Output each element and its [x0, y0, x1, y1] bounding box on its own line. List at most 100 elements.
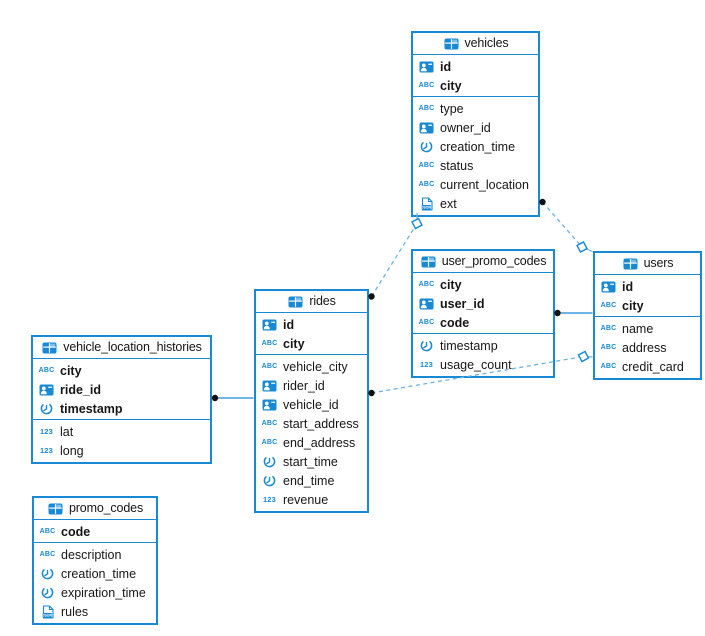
column-name: id [622, 279, 634, 294]
table-header-vehicle_location_histories[interactable]: vehicle_location_histories [33, 337, 210, 359]
uuid-icon [600, 281, 617, 293]
column-row-creation_time[interactable]: creation_time [413, 137, 538, 156]
table-name: promo_codes [68, 501, 144, 516]
column-row-owner_id[interactable]: owner_id [413, 118, 538, 137]
column-name: usage_count [440, 357, 512, 372]
table-header-vehicles[interactable]: vehicles [413, 33, 538, 55]
number-icon: 123 [39, 445, 54, 455]
string-icon: ABC [418, 82, 435, 89]
uuid-icon [418, 298, 435, 310]
column-name: timestamp [60, 401, 123, 416]
table-name: users [643, 256, 674, 271]
column-name: city [622, 298, 644, 313]
string-icon: ABC [261, 420, 278, 427]
column-name: code [61, 524, 91, 539]
column-row-city[interactable]: ABC city [595, 296, 700, 315]
reference-marker-dot-icon [368, 293, 375, 300]
reference-marker-square-icon [576, 241, 588, 253]
svg-text:JSON: JSON [421, 205, 431, 209]
table-icon [47, 503, 64, 515]
relationship-stub [583, 355, 593, 358]
column-row-vehicle_id[interactable]: vehicle_id [256, 395, 367, 414]
column-name: address [622, 340, 667, 355]
column-name: long [60, 443, 84, 458]
uuid-icon [261, 399, 278, 411]
column-row-creation_time[interactable]: creation_time [34, 564, 156, 583]
column-row-end_time[interactable]: end_time [256, 471, 367, 490]
column-name: user_id [440, 296, 485, 311]
timestamp-icon [261, 474, 278, 487]
table-icon [443, 38, 460, 50]
column-row-id[interactable]: id [413, 57, 538, 76]
column-name: name [622, 321, 654, 336]
column-name: vehicle_city [283, 359, 348, 374]
number-icon: 123 [262, 494, 277, 504]
column-name: start_time [283, 454, 338, 469]
table-header-user_promo_codes[interactable]: user_promo_codes [413, 251, 553, 273]
column-name: city [283, 336, 305, 351]
column-name: credit_card [622, 359, 684, 374]
uuid-icon [418, 61, 435, 73]
column-row-address[interactable]: ABC address [595, 338, 700, 357]
table-header-rides[interactable]: rides [256, 291, 367, 313]
timestamp-icon [418, 339, 435, 352]
column-row-timestamp[interactable]: timestamp [33, 399, 210, 418]
table-name: vehicle_location_histories [63, 340, 202, 355]
column-name: expiration_time [61, 585, 146, 600]
column-row-rider_id[interactable]: rider_id [256, 376, 367, 395]
string-icon: ABC [261, 439, 278, 446]
string-icon: ABC [600, 344, 617, 351]
column-row-user_id[interactable]: user_id [413, 294, 553, 313]
number-icon: 123 [39, 426, 54, 436]
table-icon [41, 342, 58, 354]
string-icon: ABC [418, 281, 435, 288]
column-row-id[interactable]: id [595, 277, 700, 296]
column-row-ride_id[interactable]: ride_id [33, 380, 210, 399]
column-row-start_time[interactable]: start_time [256, 452, 367, 471]
column-row-expiration_time[interactable]: expiration_time [34, 583, 156, 602]
column-row-long[interactable]: 123 long [33, 441, 210, 460]
table-header-users[interactable]: users [595, 253, 700, 275]
column-name: timestamp [440, 338, 498, 353]
uuid-icon [261, 380, 278, 392]
column-name: rules [61, 604, 89, 619]
column-name: id [283, 317, 295, 332]
column-row-timestamp[interactable]: timestamp [413, 336, 553, 355]
table-header-promo_codes[interactable]: promo_codes [34, 498, 156, 520]
string-icon: ABC [600, 302, 617, 309]
column-row-id[interactable]: id [256, 315, 367, 334]
